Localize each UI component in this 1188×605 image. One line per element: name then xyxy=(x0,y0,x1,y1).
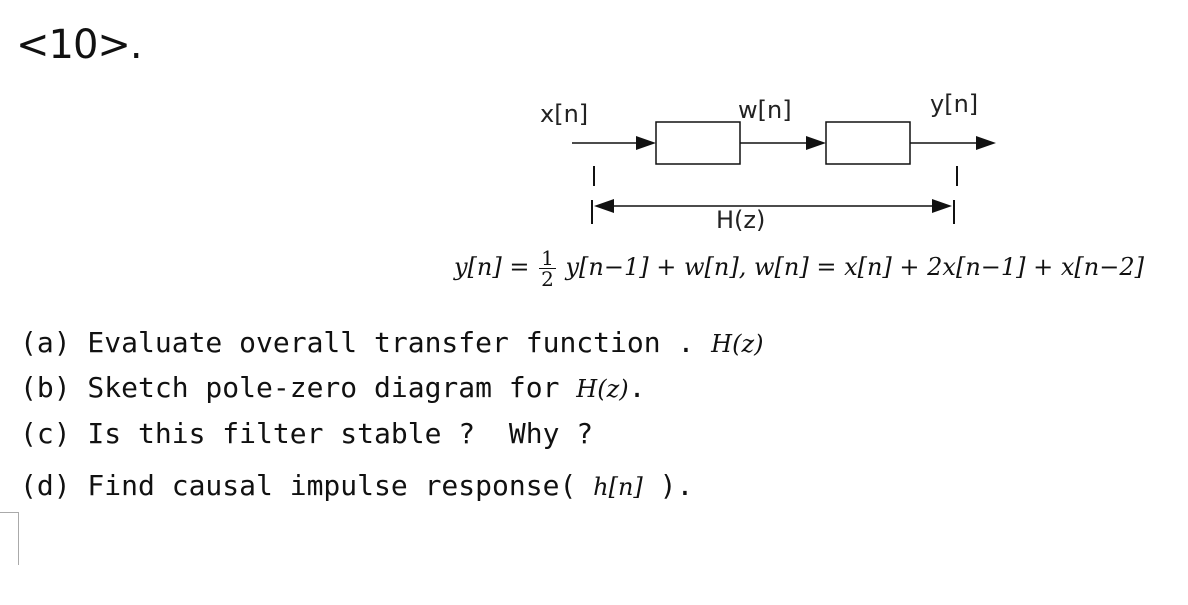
question-a: (a) Evaluate overall transfer function .… xyxy=(20,326,763,359)
block-1 xyxy=(655,121,741,165)
mid-signal-label: w[n] xyxy=(738,96,792,124)
equation-rhs: y[n−1] + w[n], w[n] = x[n] + 2x[n−1] + x… xyxy=(565,253,1144,281)
problem-number: <10>. xyxy=(16,22,143,68)
question-d: (d) Find causal impulse response( h[n] )… xyxy=(20,469,693,502)
question-d-math: h[n] xyxy=(593,473,643,501)
span-left-arrow xyxy=(594,199,614,213)
output-signal-label: y[n] xyxy=(930,90,979,118)
fraction: 1 2 xyxy=(539,248,556,289)
system-label: H(z) xyxy=(716,206,766,234)
question-d-text: (d) Find causal impulse response( xyxy=(20,469,594,502)
block-diagram xyxy=(572,121,996,224)
output-arrow xyxy=(976,136,996,150)
question-b: (b) Sketch pole-zero diagram for H(z). xyxy=(20,371,645,404)
fraction-denominator: 2 xyxy=(541,267,554,291)
span-right-arrow xyxy=(932,199,952,213)
question-a-math: H(z) xyxy=(711,330,764,358)
input-arrow xyxy=(636,136,656,150)
middle-arrow xyxy=(806,136,826,150)
question-c: (c) Is this filter stable ? Why ? xyxy=(20,417,593,450)
question-b-math: H(z) xyxy=(576,375,629,403)
input-signal-label: x[n] xyxy=(540,100,589,128)
question-c-text: (c) Is this filter stable ? Why ? xyxy=(20,417,594,450)
text-cursor-box xyxy=(0,512,19,565)
question-a-text: (a) Evaluate overall transfer function . xyxy=(20,326,695,359)
fraction-numerator: 1 xyxy=(539,246,556,270)
question-b-text: (b) Sketch pole-zero diagram for xyxy=(20,371,577,404)
question-b-suffix: . xyxy=(628,371,646,404)
equation-lhs: y[n] = xyxy=(454,253,530,281)
difference-equation: y[n] = 1 2 y[n−1] + w[n], w[n] = x[n] + … xyxy=(454,248,1144,289)
block-2 xyxy=(825,121,911,165)
question-d-suffix: ). xyxy=(642,469,694,502)
